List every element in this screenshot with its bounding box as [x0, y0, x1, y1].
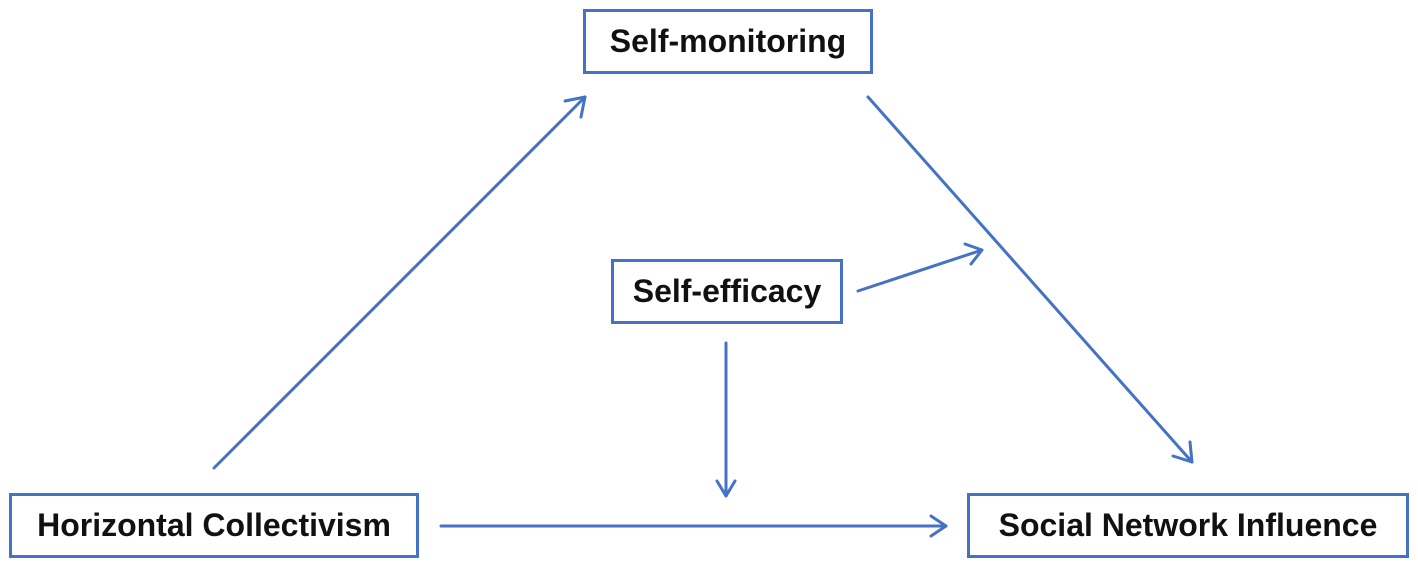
- arrow-hc-to-sni: [439, 514, 948, 538]
- horizontal-collectivism-node: Horizontal Collectivism: [9, 493, 419, 558]
- horizontal-collectivism-label: Horizontal Collectivism: [37, 507, 391, 543]
- self-efficacy-label: Self-efficacy: [632, 273, 822, 309]
- self-monitoring-node: Self-monitoring: [583, 9, 873, 74]
- self-monitoring-label: Self-monitoring: [609, 23, 847, 59]
- social-network-influence-label: Social Network Influence: [998, 507, 1378, 543]
- self-efficacy-node: Self-efficacy: [611, 259, 843, 324]
- arrow-hc-to-self-monitoring: [212, 95, 587, 470]
- arrow-self-efficacy-moderation-lower: [715, 341, 737, 498]
- arrow-self-monitoring-to-sni: [866, 95, 1194, 464]
- arrow-self-efficacy-moderation-upper: [856, 242, 984, 293]
- social-network-influence-node: Social Network Influence: [967, 493, 1409, 558]
